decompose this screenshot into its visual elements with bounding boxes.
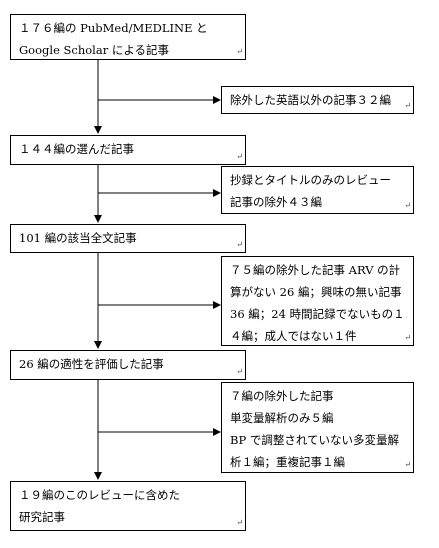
paragraph-mark-icon: ↵: [236, 47, 243, 56]
box-line: Google Scholar による記事: [19, 43, 170, 57]
box-line: 析１編；重複記事１編: [230, 455, 345, 469]
paragraph-mark-icon: ↵: [236, 152, 243, 161]
box-line: 算がない 26 編；興味の無い記事: [230, 285, 402, 299]
paragraph-mark-icon: ↵: [404, 201, 411, 210]
box-line: ７５編の除外した記事 ARV の計: [230, 263, 401, 277]
excluded-full-text-box: ７５編の除外した記事 ARV の計 算がない 26 編；興味の無い記事 36 編…: [221, 256, 414, 346]
excluded-abstract-only-box: 抄録とタイトルのみのレビュー 記事の除外４３編 ↵: [221, 166, 414, 214]
box-line: 101 編の該当全文記事: [19, 231, 137, 245]
box-line: １７６編の PubMed/MEDLINE と: [19, 21, 208, 35]
eligibility-assessed-box: 26 編の適性を評価した記事 ↵: [10, 350, 246, 380]
excluded-analysis-box: ７編の除外した記事 単変量解析のみ５編 BP で調整されていない多変量解 析１編…: [221, 382, 414, 473]
identified-records-box: １７６編の PubMed/MEDLINE と Google Scholar によ…: [10, 14, 246, 60]
box-line: BP で調整されていない多変量解: [230, 433, 399, 447]
paragraph-mark-icon: ↵: [404, 333, 411, 342]
paragraph-mark-icon: ↵: [236, 240, 243, 249]
full-text-articles-box: 101 編の該当全文記事 ↵: [10, 224, 246, 253]
box-line: 記事の除外４３編: [230, 195, 322, 209]
excluded-non-english-box: 除外した英語以外の記事３２編 ↵: [221, 86, 414, 114]
box-line: 除外した英語以外の記事３２編: [230, 93, 391, 107]
box-line: ４編；成人ではない１件: [230, 329, 357, 343]
paragraph-mark-icon: ↵: [236, 518, 243, 527]
box-line: 抄録とタイトルのみのレビュー: [230, 173, 391, 187]
included-studies-box: １９編のこのレビューに含めた 研究記事 ↵: [10, 481, 246, 531]
box-line: ７編の除外した記事: [230, 389, 334, 403]
box-line: 36 編；24 時間記録でないもの１: [230, 307, 405, 321]
box-line: １４４編の選んだ記事: [19, 142, 134, 156]
paragraph-mark-icon: ↵: [404, 460, 411, 469]
box-line: 26 編の適性を評価した記事: [19, 357, 164, 371]
box-line: １９編のこのレビューに含めた: [19, 488, 180, 502]
paragraph-mark-icon: ↵: [404, 101, 411, 110]
selected-records-box: １４４編の選んだ記事 ↵: [10, 135, 246, 165]
box-line: 研究記事: [19, 510, 65, 524]
paragraph-mark-icon: ↵: [236, 367, 243, 376]
box-line: 単変量解析のみ５編: [230, 411, 334, 425]
